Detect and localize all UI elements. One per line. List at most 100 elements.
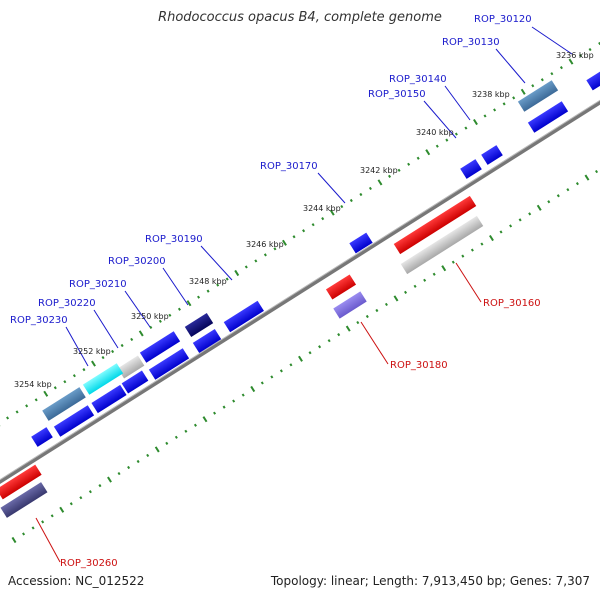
gene-block-rop-30165[interactable] [400,215,484,275]
scale-tick [263,253,267,257]
gene-block-rop-30230[interactable] [42,387,86,421]
gene-label-rop-30150[interactable]: ROP_30150 [368,89,426,100]
scale-tick [520,88,526,95]
gene-block-rop-30185[interactable] [223,300,264,333]
scale-tick [244,265,248,269]
gene-label-rop-30120[interactable]: ROP_30120 [474,14,532,25]
scale-tick [540,78,544,82]
leader-rop-30190 [200,245,233,281]
gene-label-rop-30200[interactable]: ROP_30200 [108,256,166,267]
scale-tick [377,179,383,186]
scale-tick [127,465,131,470]
label-leader-lines [35,26,573,563]
scale-tick [6,416,10,420]
gene-label-rop-30170[interactable]: ROP_30170 [260,161,318,172]
gene-block-rop-30235[interactable] [53,405,95,437]
scale-tick [186,300,192,307]
scale-tick [559,66,563,70]
scale-tick [273,247,277,251]
gene-label-rop-30210[interactable]: ROP_30210 [69,279,127,290]
gene-block-rop-30215[interactable] [117,355,145,379]
gene-block-rop-30160[interactable] [393,195,477,255]
gene-block-rop-30240[interactable] [31,427,53,447]
leader-rop-30220 [93,309,119,349]
scale-tick [146,453,150,458]
scale-tick [454,132,458,136]
gene-block-rop-30130[interactable] [527,101,569,133]
scale-label: 3236 kbp [556,51,594,60]
gene-block-rop-30260[interactable] [0,482,48,518]
gene-block-rop-30255[interactable] [0,464,42,500]
gene-label-rop-30160[interactable]: ROP_30160 [483,298,541,309]
scale-tick [575,182,579,186]
gene-block-rop-30150[interactable] [481,145,503,165]
gene-block-rop-30140[interactable] [460,159,482,179]
gene-block-rop-30190[interactable] [184,312,214,338]
scale-tick [50,514,54,518]
gene-block-rop-30180[interactable] [333,291,367,319]
gene-blocks [0,69,600,518]
scale-tick [59,506,65,513]
scale-tick [165,441,169,445]
scale-tick [120,343,124,348]
genome-summary-text: Topology: linear; Length: 7,913,450 bp; … [270,574,590,588]
scale-tick [91,360,96,367]
gene-block-rop-30175[interactable] [325,274,357,300]
gene-label-rop-30140[interactable]: ROP_30140 [389,74,447,85]
gene-block-rop-30210[interactable] [121,370,149,394]
scale-tick [413,284,417,288]
scale-tick [340,204,344,209]
scale-tick [502,102,506,106]
gene-block-rop-30205[interactable] [148,348,190,380]
leader-rop-30160 [455,262,482,303]
scale-tick [193,423,197,427]
gene-label-rop-30190[interactable]: ROP_30190 [145,234,203,245]
scale-tick [499,230,503,234]
scale-label: 3238 kbp [472,90,510,99]
gene-block-rop-30195[interactable] [192,328,222,354]
scale-tick [308,351,312,355]
gene-label-rop-30180[interactable]: ROP_30180 [390,360,448,371]
scale-tick [432,272,436,276]
gene-block-rop-30225[interactable] [91,384,127,414]
scale-tick [34,398,38,402]
map-title: Rhodococcus opacus B4, complete genome [158,10,442,25]
gene-block-rop-30170[interactable] [349,232,373,254]
gene-label-rop-30230[interactable]: ROP_30230 [10,315,68,326]
scale-tick [531,84,535,88]
scale-tick [184,429,188,433]
accession-text: Accession: NC_012522 [8,574,145,588]
gene-block-rop-30120[interactable] [517,80,559,112]
gene-block-rop-30200[interactable] [139,331,181,363]
gene-label-rop-30130[interactable]: ROP_30130 [442,37,500,48]
gene-block-rop-30220[interactable] [82,363,124,395]
scale-tick [384,302,388,307]
scale-tick [356,320,360,325]
scale-tick [197,295,201,299]
scale-tick [232,399,236,403]
scale-tick [260,381,264,385]
gene-label-rop-30220[interactable]: ROP_30220 [38,298,96,309]
scale-label: 3248 kbp [189,277,227,286]
gene-label-rop-30260[interactable]: ROP_30260 [60,558,118,569]
scale-tick [206,289,210,293]
scale-tick [41,520,45,524]
scale-tick [473,118,478,126]
scale-tick [435,144,439,148]
scale-tick [349,198,353,203]
leader-rop-30180 [360,321,389,365]
scale-tick [15,410,19,414]
scale-tick [213,411,217,415]
scale-tick [318,345,322,349]
scale-tick [69,502,73,506]
scale-tick [88,490,92,494]
scale-tick [368,186,372,191]
scale-tick [222,405,226,409]
scale-tick [63,380,67,384]
gene-block-rop-30125[interactable] [586,69,600,91]
scale-tick [130,337,134,342]
scale-tick [397,168,401,172]
scale-tick [117,471,121,476]
scale-label: 3244 kbp [303,204,341,213]
